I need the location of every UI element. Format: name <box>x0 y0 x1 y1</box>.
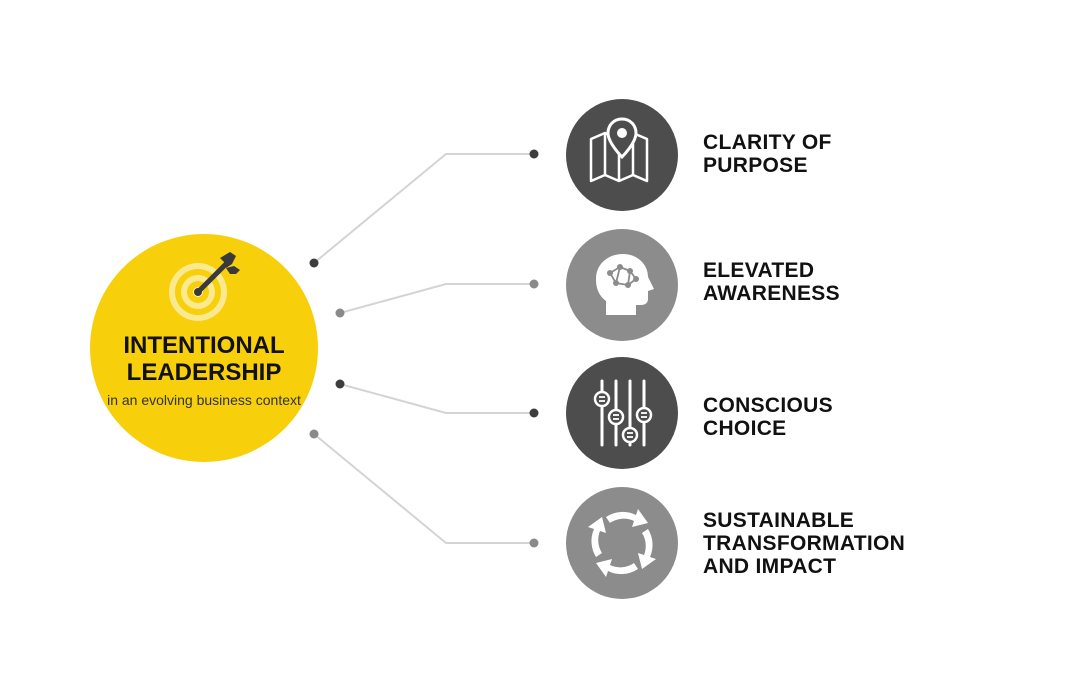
map-pin-icon <box>589 117 649 183</box>
pillar-4-line-1: SUSTAINABLE <box>703 509 855 532</box>
target-arrow-icon <box>169 252 240 321</box>
pillar-2-line-2: AWARENESS <box>703 282 840 305</box>
connector-dot-hub-4 <box>309 429 319 439</box>
connector-line-2 <box>339 283 534 314</box>
connector-dot-hub-3 <box>335 379 345 389</box>
pillar-4-line-2: TRANSFORMATION <box>703 532 906 555</box>
hub-title: INTENTIONAL LEADERSHIP <box>90 332 318 386</box>
connector-line-3 <box>339 383 534 414</box>
conscious-choice-circle <box>566 357 678 469</box>
pillar-label-conscious-choice: CONSCIOUS CHOICE <box>703 394 833 440</box>
hub-title-line-2: LEADERSHIP <box>126 359 282 386</box>
connector-dot-end-2 <box>529 279 539 289</box>
elevated-awareness-circle <box>566 229 678 341</box>
connector-line-4 <box>313 433 534 544</box>
pillar-label-clarity-of-purpose: CLARITY OF PURPOSE <box>703 131 832 177</box>
pillar-4-line-3: AND IMPACT <box>703 555 837 578</box>
connector-line-1 <box>313 153 534 264</box>
pillar-2-line-1: ELEVATED <box>703 259 815 282</box>
pillar-3-line-2: CHOICE <box>703 417 787 440</box>
connector-dot-end-1 <box>529 149 539 159</box>
pillar-1-line-1: CLARITY OF <box>703 131 832 154</box>
connector-dot-hub-1 <box>309 258 319 268</box>
hub-title-line-1: INTENTIONAL <box>123 332 285 359</box>
clarity-of-purpose-circle <box>566 99 678 211</box>
connector-dot-end-3 <box>529 408 539 418</box>
pillar-label-elevated-awareness: ELEVATED AWARENESS <box>703 259 840 305</box>
connector-dot-hub-2 <box>335 308 345 318</box>
sliders-icon <box>593 379 653 447</box>
sustainable-transformation-circle <box>566 487 678 599</box>
pillar-label-sustainable-transformation: SUSTAINABLE TRANSFORMATION AND IMPACT <box>703 509 905 578</box>
hub-subtitle: in an evolving business context <box>107 392 301 408</box>
brain-head-icon <box>596 254 654 315</box>
cycle-arrows-icon <box>588 509 656 577</box>
pillar-3-line-1: CONSCIOUS <box>703 394 833 417</box>
pillar-1-line-2: PURPOSE <box>703 154 808 177</box>
intentional-leadership-hub: INTENTIONAL LEADERSHIP in an evolving bu… <box>90 234 318 462</box>
connector-dot-end-4 <box>529 538 539 548</box>
